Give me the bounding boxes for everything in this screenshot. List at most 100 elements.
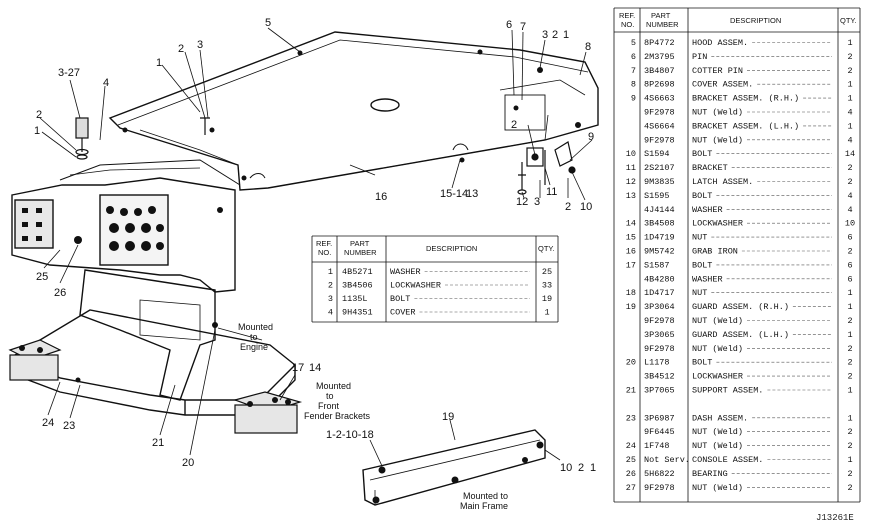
ref-number: 23 [626,413,636,423]
ref-number: 2 [328,281,333,291]
callout-label: 2 [36,109,42,121]
guard-bolts [372,441,544,504]
ref-number: 6 [631,52,636,62]
part-number: 4S6664 [644,121,675,131]
callout-label: 2 [565,201,571,213]
ref-number: 11 [626,163,636,173]
description: COTTER PIN [692,66,743,76]
part-number: 5H6822 [644,469,675,479]
quantity: 2 [847,344,852,354]
description: SUPPORT ASSEM. [692,386,763,396]
main-table-row: 8 8P2698 COVER ASSEM. 1 [631,80,853,90]
callout-label: 2 [511,119,517,131]
header-part-line: NUMBER [344,248,377,257]
description: WASHER [390,267,421,277]
description: NUT (Weld) [692,108,743,118]
callout-label: 2 [178,43,184,55]
note-fender-line: Front [318,401,340,411]
part-number: 1135L [342,294,368,304]
part-number: 8P2698 [644,80,675,90]
callout-label: 3-27 [58,67,80,79]
part-number: 9F2978 [644,483,675,493]
ref-number: 3 [328,294,333,304]
ref-number: 15 [626,233,636,243]
description: NUT (Weld) [692,135,743,145]
quantity: 4 [847,108,852,118]
part-number: 3B4508 [644,219,675,229]
ref-number: 16 [626,247,636,257]
callout-label: 10 [580,201,592,213]
quantity: 1 [847,121,852,131]
ref-number: 26 [626,469,636,479]
quantity: 6 [847,260,852,270]
quantity: 1 [847,413,852,423]
description: BOLT [390,294,410,304]
part-number: 3B4512 [644,372,675,382]
header-part-line: NUMBER [646,20,679,29]
quantity: 2 [847,177,852,187]
quantity: 1 [847,455,852,465]
quantity: 1 [847,80,852,90]
description: COVER ASSEM. [692,80,753,90]
callout-label: 3 [534,196,540,208]
callout-label: 5 [265,17,271,29]
left-hardware [75,117,210,160]
description: LOCKWASHER [390,281,441,291]
ref-number: 1 [328,267,333,277]
part-number: 2S2107 [644,163,675,173]
description: BRACKET ASSEM. (R.H.) [692,94,799,104]
part-number: 9F2978 [644,344,675,354]
ref-number: 21 [626,386,636,396]
mount-blocks [8,339,303,434]
callout-label: 7 [520,21,526,33]
quantity: 10 [845,219,855,229]
description: PIN [692,52,707,62]
ref-number: 17 [626,260,636,270]
part-number: 2M3795 [644,52,675,62]
callout-label: 23 [63,420,75,432]
callout-label: 12 [516,196,528,208]
ref-number: 8 [631,80,636,90]
header-ref-line: NO. [318,248,331,257]
callout-label: 1 [156,57,162,69]
description: LOCKWASHER [692,219,743,229]
callout-label: 9 [588,131,594,143]
quantity: 2 [847,316,852,326]
description: LATCH ASSEM. [692,177,753,187]
note-fender-line: Fender Brackets [304,411,371,421]
quantity: 6 [847,233,852,243]
callout-label: 13 [466,188,478,200]
figure-id: J13261E [816,513,854,523]
callout-label: 6 [506,19,512,31]
quantity: 1 [847,330,852,340]
description: NUT [692,233,707,243]
part-number: S1594 [644,149,670,159]
part-number: L1178 [644,358,670,368]
quantity: 4 [847,205,852,215]
callout-label: 26 [54,287,66,299]
callout-label: 10 [560,462,572,474]
note-fender-line: Mounted [316,381,351,391]
callout-label: 21 [152,437,164,449]
header-ref-line: NO. [621,20,634,29]
